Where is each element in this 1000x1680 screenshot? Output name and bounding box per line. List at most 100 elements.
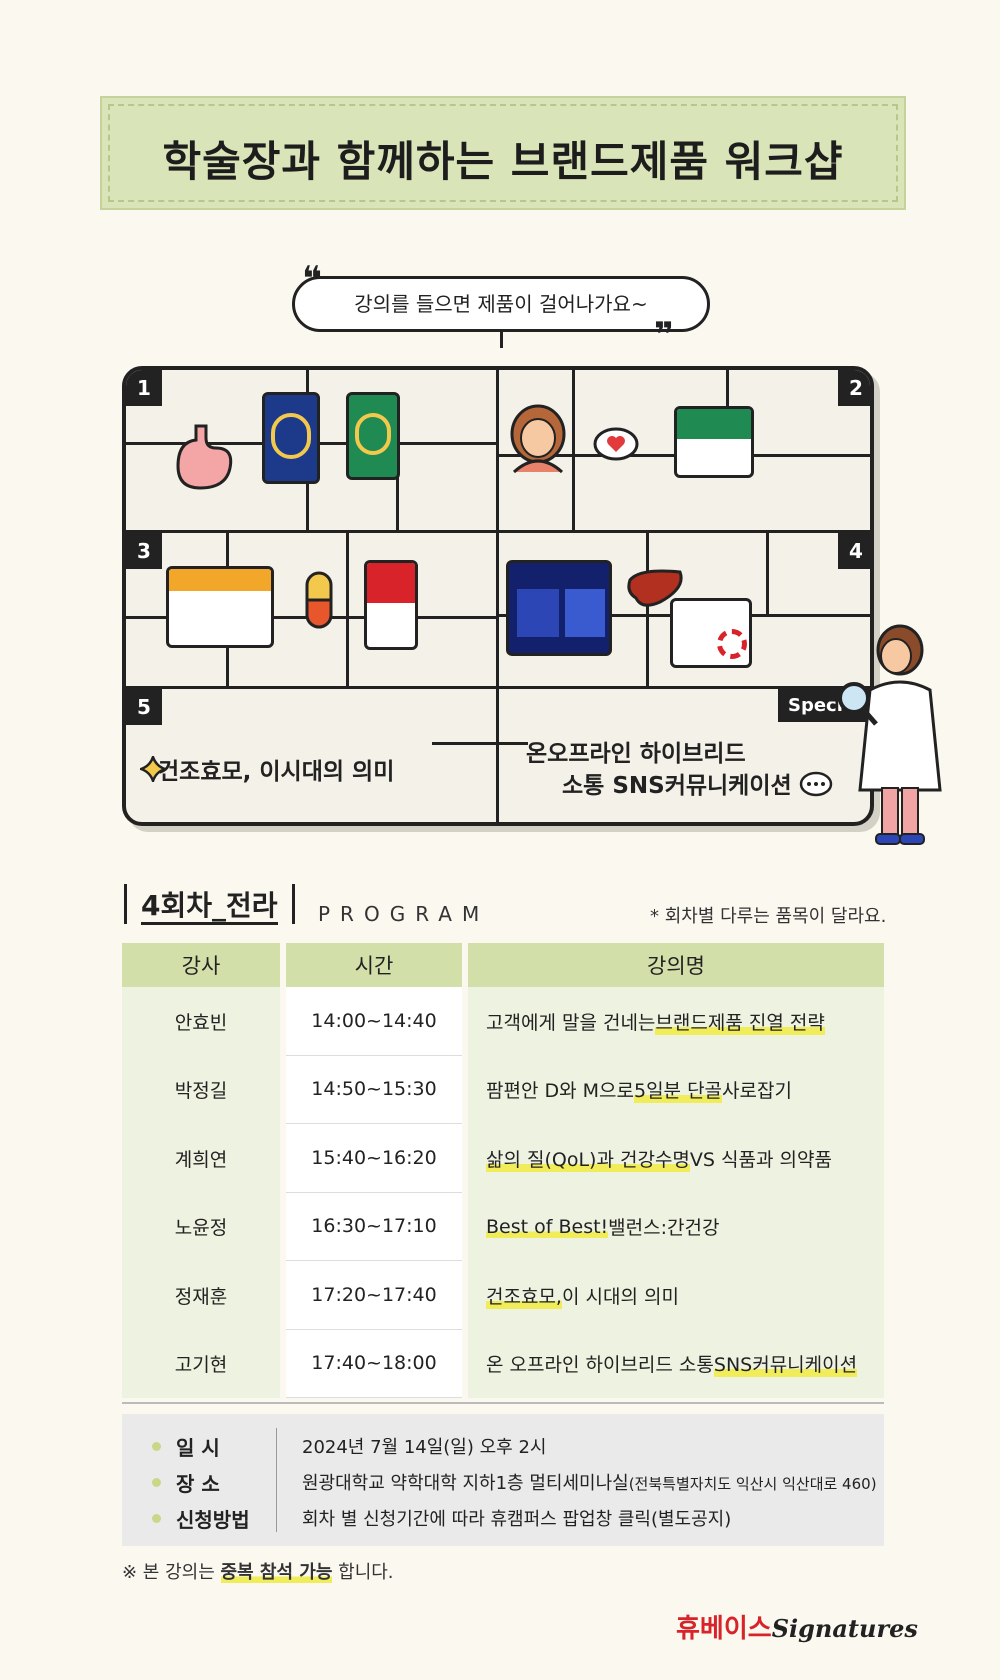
- lecture-highlight: 5일분 단골: [633, 1076, 723, 1104]
- table-divider: [122, 1402, 884, 1404]
- bullet-icon: [152, 1477, 161, 1487]
- heart-bubble-icon: [593, 427, 639, 461]
- speaker-cell: 고기현: [122, 1329, 280, 1398]
- lecture-cell: Best of Best! 밸런스:간건강: [468, 1192, 884, 1261]
- lecture-post: 밸런스:간건강: [608, 1217, 720, 1240]
- session-title: 4회차_전라: [141, 889, 278, 925]
- place-address: (전북특별자치도 익산시 익산대로 460): [628, 1475, 877, 1493]
- program-note: * 회차별 다루는 품목이 달라요.: [650, 906, 887, 927]
- info-divider: [276, 1428, 277, 1532]
- title-banner: 학술장과 함께하는 브랜드제품 워크샵: [100, 96, 906, 210]
- info-box: 일 시 2024년 7월 14일(일) 오후 2시 장 소 원광대학교 약학대학…: [122, 1414, 884, 1546]
- speaker-cell: 노윤정: [122, 1192, 280, 1261]
- speaker-cell: 안효빈: [122, 987, 280, 1056]
- lecture-highlight: 삶의 질(QoL)과 건강수명: [486, 1144, 690, 1172]
- brand-logo: 휴베이스Signatures: [676, 1608, 918, 1645]
- speaker-cell: 박정길: [122, 1055, 280, 1124]
- badge-5: 5: [126, 689, 162, 725]
- product-box-yellow: [166, 566, 274, 648]
- lecture-post: 이 시대의 의미: [561, 1285, 679, 1308]
- product-box-blue: [670, 598, 752, 668]
- program-word: PROGRAM: [318, 902, 490, 926]
- lecture-pre: 온 오프라인 하이브리드 소통: [486, 1354, 714, 1377]
- date-label: 일 시: [176, 1435, 220, 1460]
- lecture-highlight: Best of Best!: [486, 1215, 609, 1238]
- lecture-post: VS 식품과 의약품: [689, 1148, 832, 1171]
- quote-bubble: 강의를 들으면 제품이 걸어나가요~: [292, 276, 710, 332]
- sparkle-icon: [140, 756, 166, 782]
- footnote-post: 합니다.: [332, 1562, 394, 1583]
- bullet-icon: [152, 1441, 161, 1451]
- page-title: 학술장과 함께하는 브랜드제품 워크샵: [162, 137, 844, 186]
- speaker-cell: 정재훈: [122, 1261, 280, 1330]
- product-board: 1 2 3 4 5 Special: [122, 366, 874, 826]
- lecture-cell: 건조효모, 이 시대의 의미: [468, 1261, 884, 1330]
- balance-liver-board: [506, 560, 612, 656]
- badge-4: 4: [838, 533, 870, 569]
- apply-label: 신청방법: [176, 1507, 250, 1532]
- session-label: 4회차_전라: [124, 884, 295, 925]
- lecture-cell: 삶의 질(QoL)과 건강수명 VS 식품과 의약품: [468, 1124, 884, 1193]
- woman-avatar-icon: [510, 404, 566, 474]
- time-cell: 15:40~16:20: [286, 1124, 462, 1193]
- lecture-post: 사로잡기: [722, 1080, 792, 1103]
- product-box-green: [674, 406, 754, 478]
- liver-icon: [627, 569, 683, 607]
- close-quote-icon: ❞: [654, 315, 674, 355]
- lecture-highlight: 브랜드제품 진열 전략: [655, 1007, 825, 1035]
- stomach-icon: [176, 424, 233, 490]
- time-cell: 14:50~15:30: [286, 1055, 462, 1124]
- footnote: ※ 본 강의는 중복 참석 가능 합니다.: [122, 1558, 394, 1584]
- lecture-cell: 팜편안 D와 M으로 5일분 단골 사로잡기: [468, 1055, 884, 1124]
- badge-1: 1: [126, 370, 162, 406]
- pharmacist-illustration-icon: [830, 624, 942, 845]
- chat-bubble-icon: [799, 771, 833, 797]
- time-cell: 16:30~17:10: [286, 1192, 462, 1261]
- header-time: 시간: [286, 943, 462, 987]
- header-speaker: 강사: [122, 943, 280, 987]
- lecture-cell: 고객에게 말을 건네는 브랜드제품 진열 전략: [468, 987, 884, 1056]
- info-row-apply: 신청방법 회차 별 신청기간에 따라 휴캠퍼스 팝업창 클릭(별도공지): [122, 1500, 884, 1536]
- time-cell: 17:40~18:00: [286, 1329, 462, 1398]
- lecture-pre: 팜편안 D와 M으로: [486, 1080, 634, 1103]
- place-label: 장 소: [176, 1471, 220, 1496]
- footnote-pre: ※ 본 강의는: [122, 1562, 221, 1583]
- lecture-highlight: SNS커뮤니케이션: [713, 1350, 858, 1378]
- item5-label: 건조효모, 이시대의 의미: [158, 759, 395, 785]
- bullet-icon: [152, 1513, 161, 1523]
- place-name: 원광대학교 약학대학 지하1층 멀티세미나실: [302, 1473, 629, 1494]
- speaker-cell: 계희연: [122, 1124, 280, 1193]
- quote-stem: [500, 330, 503, 348]
- lecture-pre: 고객에게 말을 건네는: [486, 1011, 656, 1034]
- product-box-pam-m: [262, 392, 320, 484]
- place-value: 원광대학교 약학대학 지하1층 멀티세미나실(전북특별자치도 익산시 익산대로 …: [302, 1469, 877, 1495]
- special-line1: 온오프라인 하이브리드: [526, 741, 746, 767]
- date-value: 2024년 7월 14일(일) 오후 2시: [302, 1437, 547, 1458]
- open-quote-icon: ❝: [302, 259, 322, 299]
- special-line2: 소통 SNS커뮤니케이션: [562, 773, 792, 799]
- badge-3: 3: [126, 533, 162, 569]
- table-header: 강사 시간 강의명: [122, 943, 884, 987]
- product-box-pam-d: [346, 392, 400, 480]
- lecture-cell: 온 오프라인 하이브리드 소통 SNS커뮤니케이션: [468, 1329, 884, 1398]
- badge-2: 2: [838, 370, 870, 406]
- header-lecture: 강의명: [468, 943, 884, 987]
- logo-brand: 휴베이스: [676, 1614, 772, 1644]
- footnote-highlight: 중복 참석 가능: [220, 1562, 333, 1583]
- logo-signature: Signatures: [771, 1614, 918, 1643]
- time-cell: 14:00~14:40: [286, 987, 462, 1056]
- product-box-red: [364, 560, 418, 650]
- info-row-place: 장 소 원광대학교 약학대학 지하1층 멀티세미나실(전북특별자치도 익산시 익…: [122, 1464, 884, 1500]
- capsule-icon: [305, 571, 333, 629]
- time-cell: 17:20~17:40: [286, 1261, 462, 1330]
- info-row-date: 일 시 2024년 7월 14일(일) 오후 2시: [122, 1428, 884, 1464]
- apply-value: 회차 별 신청기간에 따라 휴캠퍼스 팝업창 클릭(별도공지): [302, 1509, 732, 1530]
- lecture-highlight: 건조효모,: [486, 1281, 562, 1309]
